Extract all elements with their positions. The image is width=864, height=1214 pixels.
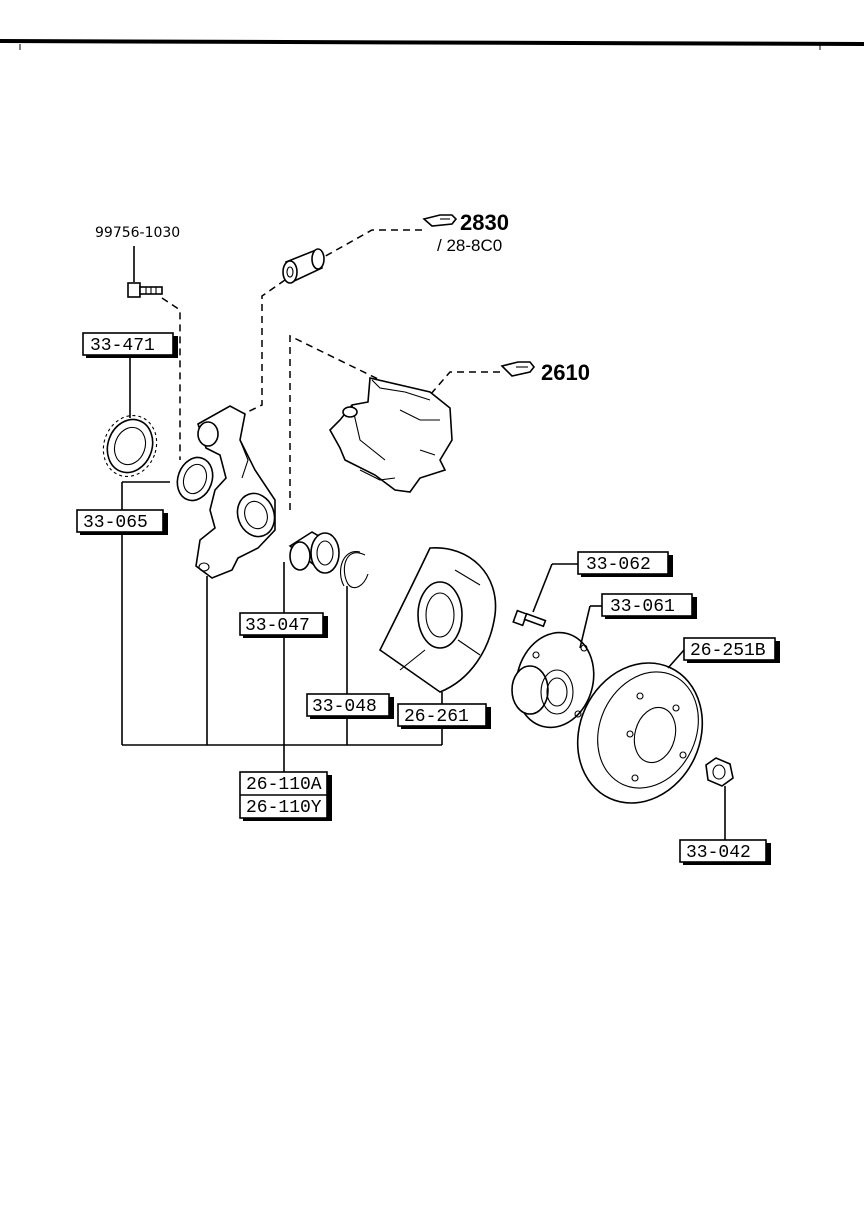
part-number-label: 33-471 [90,336,155,356]
pointing-hand-icon [500,361,536,377]
bolt-part-number-label: 99756-1030 [95,225,180,241]
reference-2830[interactable]: 2830 / 28-8C0 [422,210,509,255]
dust-cover-part[interactable] [378,547,497,693]
part-number-label: 33-061 [610,597,675,617]
part-box-26-261[interactable]: 26-261 [397,703,491,729]
bushing-part[interactable] [282,248,325,284]
part-box-33-065[interactable]: 33-065 [76,509,168,535]
hub-nut-part[interactable] [705,757,734,787]
part-number-label: 26-110Y [246,798,322,818]
part-box-33-471[interactable]: 33-471 [82,332,178,358]
brake-caliper-part[interactable] [329,377,453,493]
oil-seal-part[interactable] [172,453,219,506]
reference-2610[interactable]: 2610 [500,360,590,385]
reference-2610-label: 2610 [541,360,590,385]
wheel-hub-part[interactable] [506,624,604,736]
part-number-label: 33-042 [686,843,751,863]
wheel-bearing-part[interactable] [288,531,340,574]
reference-2830-label: 2830 [460,210,509,235]
part-box-33-061[interactable]: 33-061 [601,593,697,619]
part-number-label: 33-065 [83,513,148,533]
part-box-33-062[interactable]: 33-062 [577,551,673,577]
part-box-33-042[interactable]: 33-042 [679,839,771,865]
page-top-border [0,39,864,50]
part-number-label: 26-110A [246,775,322,795]
snap-ring-part[interactable] [340,551,369,589]
part-box-26-110[interactable]: 26-110A 26-110Y [239,771,332,821]
leader-lines [121,481,443,772]
brake-disc-part[interactable] [555,642,725,823]
part-number-label: 33-048 [312,697,377,717]
part-number-label: 33-062 [586,555,651,575]
part-number-label: 26-251B [690,641,766,661]
part-box-26-251b[interactable]: 26-251B [683,637,780,663]
sensor-ring-part[interactable] [95,408,165,484]
steering-knuckle-part[interactable] [195,405,280,579]
part-box-33-047[interactable]: 33-047 [239,612,328,638]
bolt-part[interactable] [127,246,163,298]
part-number-label: 33-047 [245,616,310,636]
hub-bolt-part[interactable] [512,609,547,628]
part-box-33-048[interactable]: 33-048 [306,693,394,719]
reference-2830-sub-label: / 28-8C0 [437,236,502,255]
part-number-label: 26-261 [404,707,469,727]
pointing-hand-icon [422,214,458,227]
